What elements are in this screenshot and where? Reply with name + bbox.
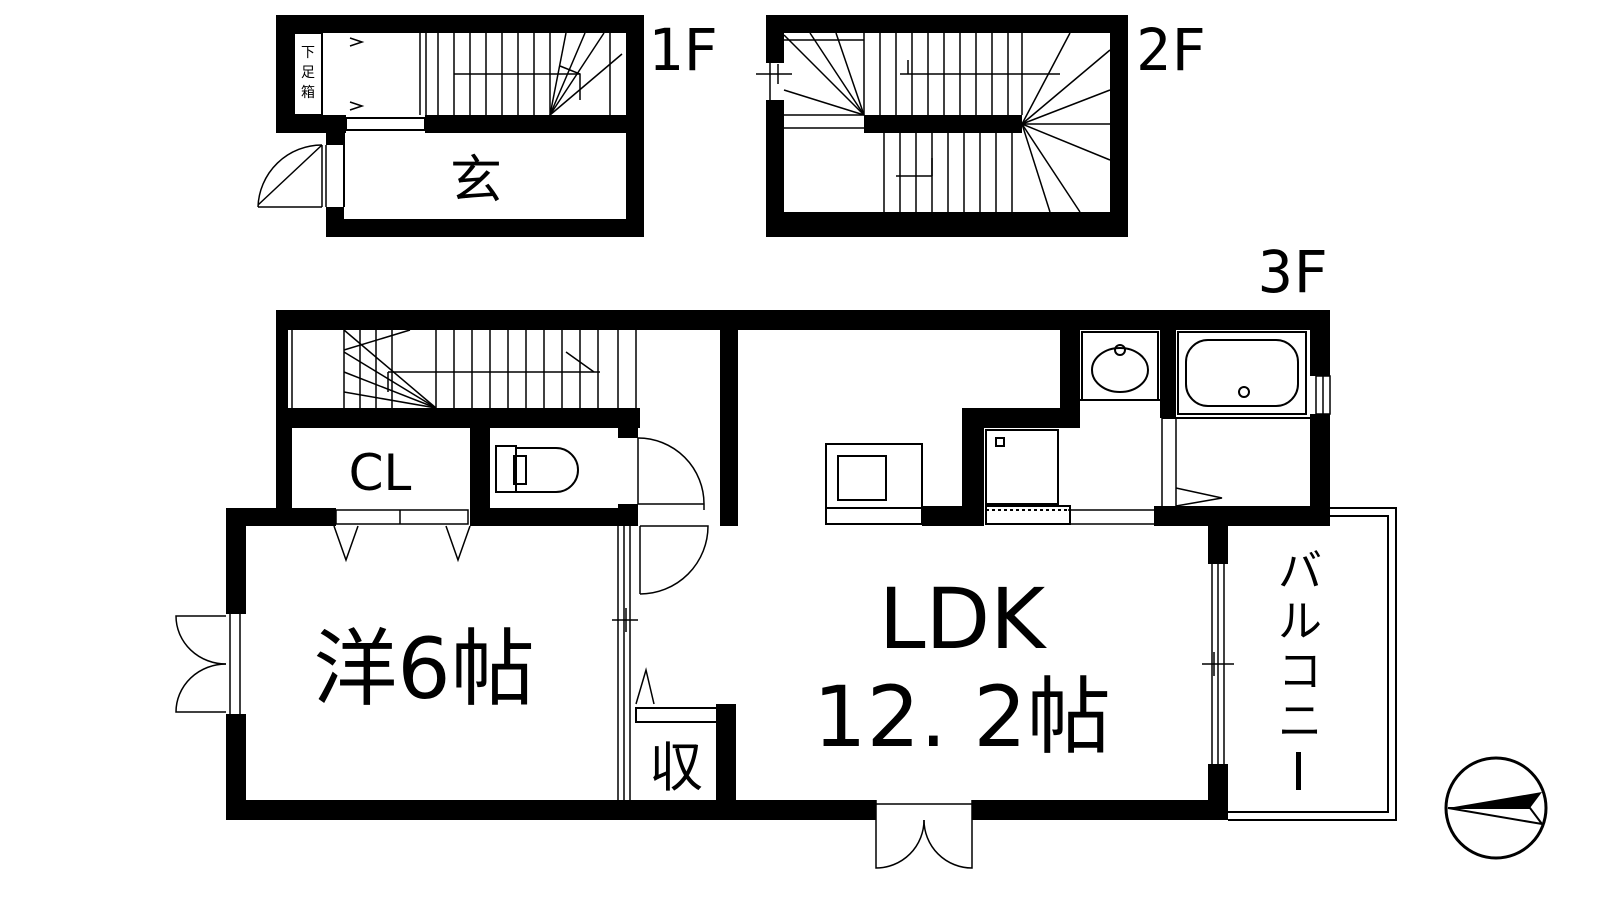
balcony (1228, 507, 1397, 821)
bathtub (1177, 331, 1307, 415)
floor-2f: 2F (756, 15, 1206, 237)
western-room-label: 洋6帖 (313, 620, 534, 718)
north-arrow-icon (1444, 756, 1548, 860)
kitchen-counter (825, 443, 923, 525)
stairs-1f (419, 32, 623, 116)
balcony-char-5-long-mark (1296, 752, 1301, 790)
stairs-2f (756, 32, 1111, 213)
balcony-char-2: ル (1278, 596, 1322, 647)
toilet (495, 445, 579, 493)
bedroom-window (175, 614, 241, 714)
balcony-char-5: ー (0, 0, 1, 1)
balcony-door (1202, 564, 1234, 764)
washbasin (1081, 331, 1159, 401)
ldk-door (875, 800, 973, 869)
washing-machine-space (985, 429, 1071, 525)
storage-label: 収 (649, 736, 703, 799)
storage-door-marker (635, 667, 655, 705)
floor-label-1f: 1F (648, 16, 718, 84)
ldk-label-line1: LDK (879, 570, 1047, 668)
floor-3f: 3F (0, 0, 1397, 869)
floor-label-2f: 2F (1136, 16, 1206, 84)
stairs-3f (291, 329, 637, 409)
closet-label: CL (349, 444, 412, 502)
floor-1f: 下 足 箱 (257, 15, 718, 237)
entrance-door (257, 144, 327, 208)
bathroom-door (1161, 418, 1223, 507)
balcony-label: バ ル コ ニ ー (0, 0, 1322, 790)
balcony-char-1: バ (1278, 546, 1322, 597)
closet-doors (333, 509, 471, 563)
floor-label-3f: 3F (1258, 238, 1328, 306)
bedroom-sliding-partition (612, 526, 638, 800)
balcony-char-4: ニ (1278, 696, 1322, 747)
toilet-door (637, 437, 705, 510)
shoe-box-char-2: 足 (301, 65, 315, 81)
bath-window (1315, 375, 1331, 415)
balcony-char-3: コ (1278, 646, 1322, 697)
bedroom-door (639, 525, 709, 595)
shoe-box-char-1: 下 (301, 45, 315, 61)
shoe-box-char-3: 箱 (301, 85, 315, 101)
ldk-label-line2: 12. 2帖 (813, 668, 1111, 766)
shoe-box-label: 下 足 箱 (301, 45, 315, 101)
entrance-label: 玄 (450, 151, 502, 211)
